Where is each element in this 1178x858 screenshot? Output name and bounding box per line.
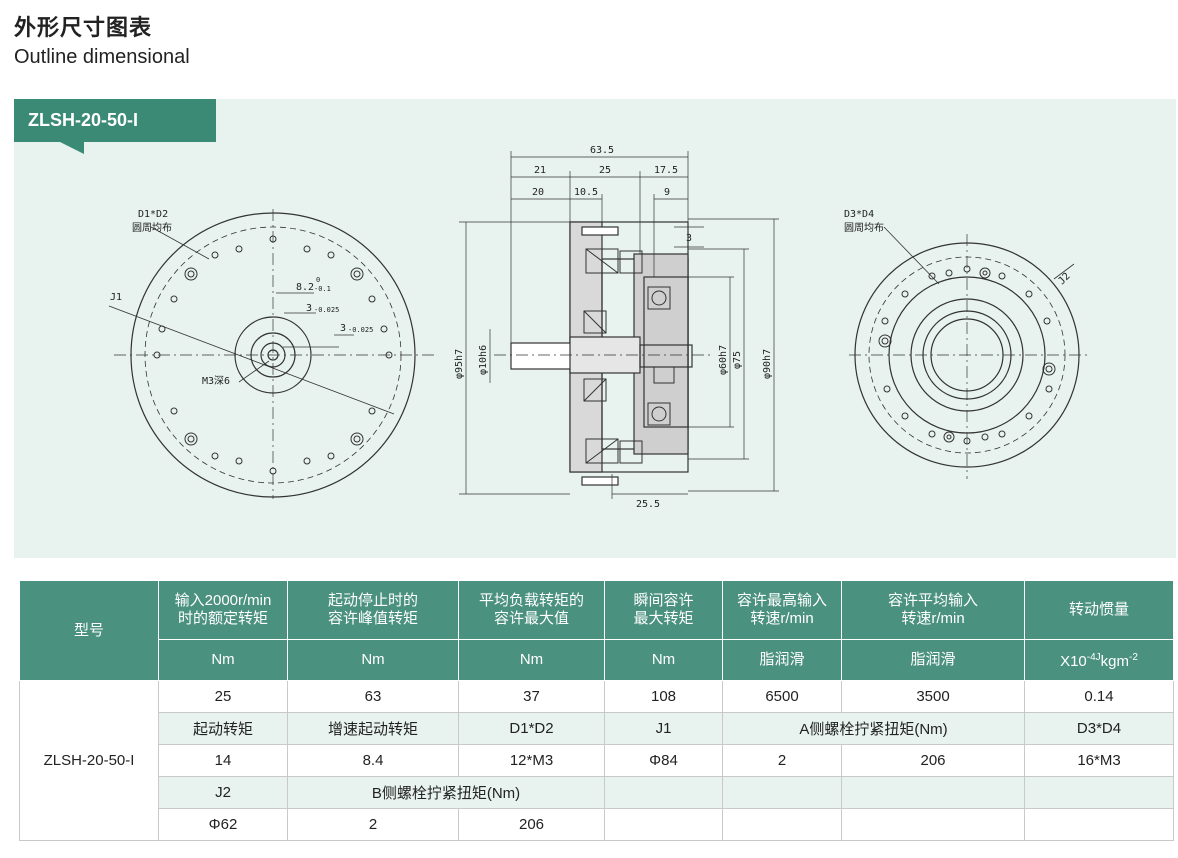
left-dim-8-2: 8.2: [296, 282, 314, 293]
dim-3: 3: [686, 233, 692, 244]
header-momentary-torque: 瞬间容许最大转矩: [604, 580, 723, 640]
dim-17-5: 17.5: [654, 165, 678, 176]
cell: 63: [287, 680, 459, 713]
unit-rated-torque: Nm: [158, 639, 288, 681]
cell: [722, 808, 842, 841]
dia-60: φ60h7: [718, 345, 729, 375]
dim-20: 20: [532, 187, 544, 198]
cell: 206: [458, 808, 605, 841]
dim-25-5: 25.5: [636, 499, 660, 510]
table-row: Φ62 2 206: [20, 808, 1174, 841]
dim-25: 25: [599, 165, 611, 176]
dim-21: 21: [534, 165, 546, 176]
cell: D3*D4: [1024, 712, 1174, 745]
dim-9: 9: [664, 187, 670, 198]
cell: [722, 776, 842, 809]
cell: 206: [841, 744, 1025, 777]
left-label-m3: M3深6: [202, 375, 230, 387]
left-note-even: 圆周均布: [132, 222, 172, 234]
cell: 108: [604, 680, 723, 713]
cell: Φ84: [604, 744, 723, 777]
dia-10: φ10h6: [478, 345, 489, 375]
header-avg-speed: 容许平均输入转速r/min: [841, 580, 1025, 640]
left-note-d1d2: D1*D2: [138, 209, 168, 220]
cell: 25: [158, 680, 288, 713]
cell: A侧螺栓拧紧扭矩(Nm): [722, 712, 1025, 745]
dia-95: φ95h7: [454, 349, 465, 379]
left-label-j1: J1: [110, 292, 122, 303]
page-subtitle: Outline dimensional: [14, 46, 190, 68]
cell: 起动转矩: [158, 712, 288, 745]
header-max-speed: 容许最高输入转速r/min: [722, 580, 842, 640]
left-dim-8-2-zero: 0: [316, 276, 320, 284]
model-tag: ZLSH-20-50-I: [14, 99, 216, 142]
right-note-d3d4: D3*D4: [844, 209, 874, 220]
cell: 12*M3: [458, 744, 605, 777]
cell: 6500: [722, 680, 842, 713]
table-row: ZLSH-20-50-I 25 63 37 108 6500 3500 0.14: [19, 680, 1174, 841]
dim-10-5: 10.5: [574, 187, 598, 198]
table-row: J2 B侧螺栓拧紧扭矩(Nm): [20, 776, 1174, 809]
cell: [1024, 808, 1174, 841]
section-view: [459, 151, 779, 499]
dia-90: φ90h7: [762, 349, 773, 379]
page-title: 外形尺寸图表: [14, 16, 153, 41]
right-label-j2: J2: [1056, 271, 1072, 287]
header-peak-torque: 起动停止时的容许峰值转矩: [287, 580, 459, 640]
cell: B侧螺栓拧紧扭矩(Nm): [287, 776, 605, 809]
cell: [604, 808, 723, 841]
cell: 37: [458, 680, 605, 713]
cell: J2: [158, 776, 288, 809]
cell: 16*M3: [1024, 744, 1174, 777]
cell: 14: [158, 744, 288, 777]
header-inertia: 转动惯量: [1024, 580, 1174, 640]
cell: 3500: [841, 680, 1025, 713]
cell: 8.4: [287, 744, 459, 777]
cell: D1*D2: [458, 712, 605, 745]
header-model: 型号: [19, 580, 159, 681]
cell: [604, 776, 723, 809]
unit-avg-torque: Nm: [458, 639, 605, 681]
cell: Φ62: [158, 808, 288, 841]
dia-75: φ75: [732, 351, 743, 369]
unit-avg-speed: 脂润滑: [841, 639, 1025, 681]
right-view: [849, 226, 1089, 479]
cell: [841, 776, 1025, 809]
cell-model: ZLSH-20-50-I: [19, 680, 159, 841]
left-dim-8-2-tol: -0.1: [314, 285, 331, 293]
header-avg-torque: 平均负载转矩的容许最大值: [458, 580, 605, 640]
model-tag-tail: [60, 142, 84, 154]
dim-63-5: 63.5: [590, 145, 614, 156]
right-note-even: 圆周均布: [844, 222, 884, 234]
left-dim-3a: 3: [306, 303, 312, 314]
left-view: [108, 209, 434, 499]
cell: 0.14: [1024, 680, 1174, 713]
table-row: 起动转矩 增速起动转矩 D1*D2 J1 A侧螺栓拧紧扭矩(Nm) D3*D4: [20, 712, 1174, 745]
cell: [841, 808, 1025, 841]
cell: J1: [604, 712, 723, 745]
outline-drawing: D1*D2 圆周均布 J1 M3深6 8.2 -0.1 0 3 -0.025 3…: [108, 145, 1089, 510]
table-row: 14 8.4 12*M3 Φ84 2 206 16*M3: [20, 744, 1174, 777]
cell: 增速起动转矩: [287, 712, 459, 745]
left-dim-3b-tol: -0.025: [348, 326, 373, 334]
unit-inertia: X10-4Jkgm-2: [1024, 639, 1174, 681]
unit-peak-torque: Nm: [287, 639, 459, 681]
left-dim-3a-tol: -0.025: [314, 306, 339, 314]
cell: 2: [287, 808, 459, 841]
cell: 2: [722, 744, 842, 777]
left-dim-3b: 3: [340, 323, 346, 334]
unit-momentary-torque: Nm: [604, 639, 723, 681]
unit-max-speed: 脂润滑: [722, 639, 842, 681]
cell: [1024, 776, 1174, 809]
